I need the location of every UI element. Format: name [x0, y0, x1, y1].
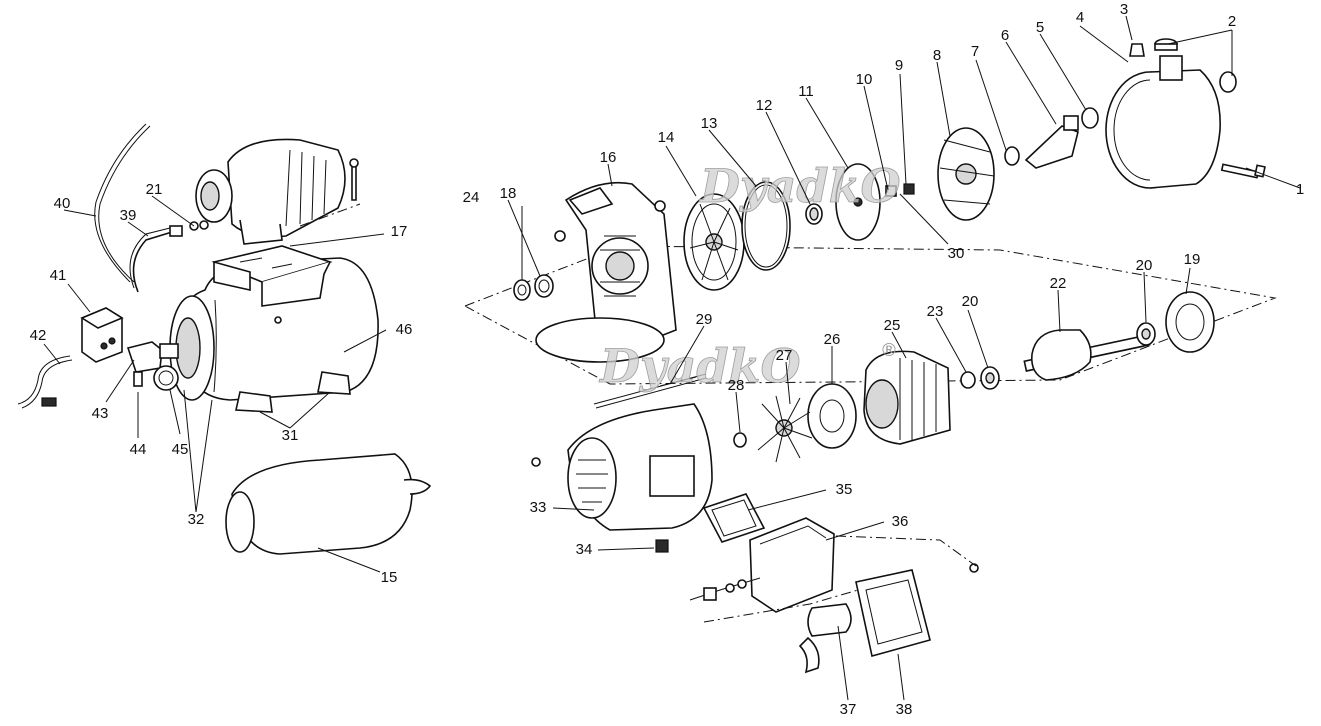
impeller-disc-11 [835, 163, 881, 241]
callout-18: 18 [500, 185, 517, 202]
callout-21: 21 [146, 181, 163, 198]
callout-14: 14 [658, 129, 675, 146]
callout-20-left: 20 [962, 293, 979, 310]
callout-28: 28 [728, 377, 745, 394]
pump-motor-unit [195, 138, 361, 245]
callout-7: 7 [971, 43, 979, 60]
pressure-switch-cable [94, 123, 151, 283]
capacitor-37 [798, 603, 852, 674]
gasket-35 [702, 493, 766, 543]
callout-38: 38 [896, 701, 913, 718]
fan-cover-26 [807, 383, 857, 449]
pump-casing-4 [1105, 55, 1221, 189]
callout-5: 5 [1036, 19, 1044, 36]
callout-34: 34 [576, 541, 593, 558]
tank-feet [235, 371, 351, 413]
callout-13: 13 [701, 115, 718, 132]
callout-23: 23 [927, 303, 944, 320]
watermark-text-bottom: DyadkO [598, 339, 801, 393]
callout-2: 2 [1228, 13, 1236, 30]
pressure-switch [80, 307, 124, 363]
callout-19: 19 [1184, 251, 1201, 268]
callout-45: 45 [172, 441, 189, 458]
callout-3: 3 [1120, 1, 1128, 18]
seal-rings-24-18 [513, 274, 554, 301]
terminal-box-36 [749, 517, 979, 613]
flex-hose [129, 220, 209, 293]
callout-10: 10 [856, 71, 873, 88]
callout-30: 30 [948, 245, 965, 262]
cable-clamp-34 [655, 539, 669, 553]
leader-lines [43, 15, 1301, 701]
five-way-connector [126, 341, 179, 391]
callout-4: 4 [1076, 9, 1084, 26]
pressure-tank [169, 257, 379, 401]
callout-25: 25 [884, 317, 901, 334]
watermark-registered-mark: ® [880, 340, 898, 361]
callout-labels: 1 2 3 4 5 6 7 8 9 10 11 12 13 14 15 16 1… [30, 1, 1305, 718]
motor-housing-33 [531, 403, 713, 531]
callout-39: 39 [120, 207, 137, 224]
nut-and-key-9-10-30 [885, 183, 915, 197]
callout-24: 24 [463, 189, 480, 206]
o-ring-13 [741, 181, 791, 271]
watermark-text-top: DyadkO [698, 159, 901, 213]
callout-31: 31 [282, 427, 299, 444]
callout-12: 12 [756, 97, 773, 114]
pump-bracket-housing [535, 181, 677, 363]
callout-9: 9 [895, 57, 903, 74]
o-ring-7 [1004, 146, 1020, 166]
watermark: DyadkO DyadkO ® [598, 159, 901, 394]
bolt-1 [1220, 163, 1266, 179]
ejector-6 [1024, 115, 1079, 169]
callout-15: 15 [381, 569, 398, 586]
stator-25 [863, 350, 951, 445]
o-ring-5 [1081, 107, 1099, 129]
callout-33: 33 [530, 499, 547, 516]
callout-6: 6 [1001, 27, 1009, 44]
callout-1: 1 [1296, 181, 1304, 198]
rotor-22 [1023, 329, 1151, 381]
callout-32: 32 [188, 511, 205, 528]
power-cable [17, 355, 73, 409]
cable-gland [689, 577, 761, 601]
callout-29: 29 [696, 311, 713, 328]
terminal-cover-38 [855, 569, 931, 657]
callout-40: 40 [54, 195, 71, 212]
shaft-seal-12 [805, 203, 823, 225]
bladder [225, 453, 432, 555]
washer-28 [733, 432, 747, 448]
callout-20-right: 20 [1136, 257, 1153, 274]
callout-42: 42 [30, 327, 47, 344]
plugs-2-3 [1129, 38, 1237, 93]
callout-11: 11 [798, 83, 814, 100]
callout-46: 46 [396, 321, 413, 338]
impeller-8 [937, 127, 995, 221]
bearings-20-23 [960, 322, 1156, 390]
tie-rod-29 [593, 373, 707, 409]
callout-16: 16 [600, 149, 617, 166]
bearing-shield-19 [1165, 291, 1215, 353]
callout-27: 27 [776, 347, 793, 364]
callout-36: 36 [892, 513, 909, 530]
callout-43: 43 [92, 405, 109, 422]
callout-26: 26 [824, 331, 841, 348]
callout-44: 44 [130, 441, 147, 458]
callout-37: 37 [840, 701, 857, 718]
diffuser-14 [683, 193, 745, 291]
pump-bracket [211, 245, 333, 324]
callout-17: 17 [391, 223, 408, 240]
callout-35: 35 [836, 481, 853, 498]
fan-27 [757, 395, 813, 463]
callout-8: 8 [933, 47, 941, 64]
callout-41: 41 [50, 267, 67, 284]
callout-22: 22 [1050, 275, 1067, 292]
